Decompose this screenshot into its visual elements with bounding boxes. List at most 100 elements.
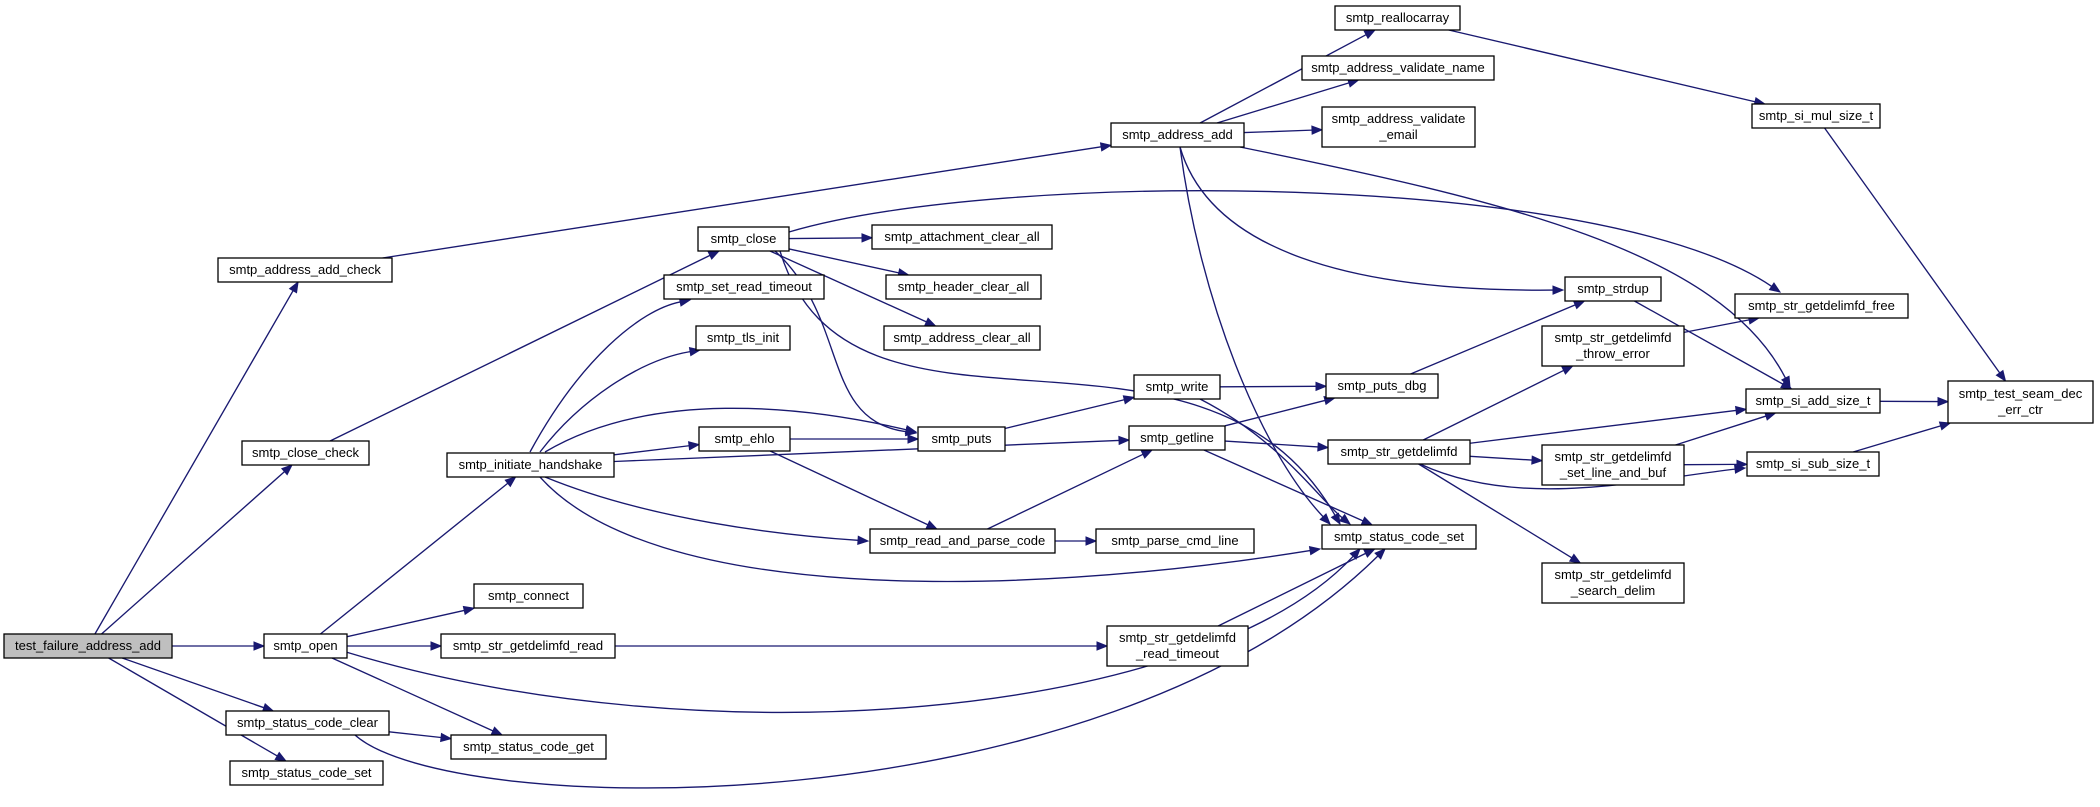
node-smtp-status-code-clear-label: smtp_status_code_clear (237, 715, 379, 730)
node-smtp-str-getdelimfd-throw-error[interactable]: smtp_str_getdelimfd_throw_error (1541, 325, 1685, 367)
node-smtp-status-code-get-box (450, 734, 607, 760)
edge-smtp-close-to-smtp-str-getdelimfd-free-line (788, 190, 1773, 287)
node-smtp-status-code-clear[interactable]: smtp_status_code_clear (225, 710, 390, 736)
node-smtp-tls-init[interactable]: smtp_tls_init (695, 325, 791, 351)
edge-smtp-status-code-clear-to-smtp-status-code-get (388, 731, 453, 743)
edge-smtp-address-add-to-smtp-status-code-set-2-line (1179, 146, 1324, 518)
node-smtp-initiate-handshake-box (446, 452, 615, 478)
node-smtp-str-getdelimfd-throw-error-box (1541, 325, 1685, 367)
node-smtp-str-getdelimfd-read-timeout-label: _read_timeout (1135, 646, 1219, 661)
node-smtp-str-getdelimfd-set-line-and-buf[interactable]: smtp_str_getdelimfd_set_line_and_buf (1541, 444, 1685, 486)
node-smtp-write[interactable]: smtp_write (1133, 374, 1221, 400)
node-smtp-open[interactable]: smtp_open (263, 633, 348, 659)
node-smtp-close[interactable]: smtp_close (697, 226, 790, 252)
edge-smtp-str-getdelimfd-set-line-and-buf-to-smtp-si-sub-size-t (1683, 459, 1749, 470)
node-smtp-puts-dbg[interactable]: smtp_puts_dbg (1325, 373, 1439, 399)
node-smtp-address-clear-all-label: smtp_address_clear_all (893, 330, 1030, 345)
edge-test-failure-address-add-to-smtp-close-check (101, 464, 293, 635)
edge-smtp-str-getdelimfd-to-smtp-si-add-size-t-line (1469, 409, 1737, 444)
edge-smtp-ehlo-to-smtp-read-and-parse-code-line (769, 450, 929, 526)
node-smtp-close-check[interactable]: smtp_close_check (241, 440, 370, 466)
node-smtp-initiate-handshake[interactable]: smtp_initiate_handshake (446, 452, 615, 478)
node-smtp-set-read-timeout[interactable]: smtp_set_read_timeout (663, 274, 825, 300)
node-smtp-read-and-parse-code[interactable]: smtp_read_and_parse_code (869, 528, 1056, 554)
node-smtp-strdup[interactable]: smtp_strdup (1564, 276, 1662, 302)
edge-smtp-write-to-smtp-status-code-set-2-arrowhead (1338, 513, 1352, 525)
node-smtp-attachment-clear-all[interactable]: smtp_attachment_clear_all (871, 224, 1053, 250)
edge-smtp-address-add-to-smtp-address-validate-email-arrowhead (1311, 125, 1324, 135)
node-smtp-attachment-clear-all-box (871, 224, 1053, 250)
edge-smtp-close-check-to-smtp-close-arrowhead (707, 250, 721, 260)
edge-smtp-str-getdelimfd-set-line-and-buf-to-smtp-si-add-size-t-line (1675, 415, 1767, 446)
node-smtp-str-getdelimfd-throw-error-label: smtp_str_getdelimfd (1554, 330, 1671, 345)
node-smtp-si-add-size-t[interactable]: smtp_si_add_size_t (1745, 388, 1881, 414)
edge-smtp-str-getdelimfd-to-smtp-si-add-size-t (1469, 405, 1748, 444)
edge-smtp-ehlo-to-smtp-puts-arrowhead (907, 434, 920, 444)
node-smtp-si-mul-size-t-box (1751, 103, 1881, 129)
edge-smtp-reallocarray-to-smtp-si-mul-size-t (1448, 29, 1767, 107)
node-smtp-address-validate-name-label: smtp_address_validate_name (1311, 60, 1484, 75)
edge-smtp-open-to-smtp-status-code-get-arrowhead (490, 726, 504, 736)
edge-smtp-si-sub-size-t-to-smtp-test-seam-dec-err-ctr-line (1852, 425, 1941, 453)
node-smtp-address-validate-email-box (1321, 106, 1476, 148)
edge-smtp-si-sub-size-t-to-smtp-test-seam-dec-err-ctr (1852, 421, 1952, 453)
node-smtp-str-getdelimfd-free[interactable]: smtp_str_getdelimfd_free (1734, 293, 1909, 319)
node-smtp-test-seam-dec-err-ctr[interactable]: smtp_test_seam_dec_err_ctr (1947, 380, 2094, 424)
edge-smtp-str-getdelimfd-set-line-and-buf-to-smtp-si-add-size-t (1675, 411, 1777, 446)
node-smtp-getline[interactable]: smtp_getline (1128, 425, 1226, 451)
node-smtp-str-getdelimfd-read-timeout-label: smtp_str_getdelimfd (1119, 630, 1236, 645)
edge-smtp-write-to-smtp-puts-dbg (1219, 381, 1328, 392)
node-smtp-ehlo-box (698, 426, 791, 452)
edge-smtp-getline-to-smtp-status-code-set-2-arrowhead (1360, 516, 1374, 526)
edge-smtp-si-add-size-t-to-smtp-test-seam-dec-err-ctr-arrowhead (1937, 396, 1950, 407)
node-smtp-status-code-get[interactable]: smtp_status_code_get (450, 734, 607, 760)
node-smtp-ehlo[interactable]: smtp_ehlo (698, 426, 791, 452)
edge-smtp-str-getdelimfd-read-timeout-to-smtp-status-code-set-2 (1217, 548, 1376, 627)
node-smtp-getline-box (1128, 425, 1226, 451)
node-smtp-str-getdelimfd-free-label: smtp_str_getdelimfd_free (1748, 298, 1895, 313)
edge-smtp-open-to-smtp-status-code-get-line (331, 657, 494, 732)
node-smtp-address-add[interactable]: smtp_address_add (1110, 122, 1245, 148)
node-smtp-str-getdelimfd-read-timeout[interactable]: smtp_str_getdelimfd_read_timeout (1106, 625, 1249, 667)
node-smtp-address-add-check[interactable]: smtp_address_add_check (217, 257, 393, 283)
node-smtp-open-box (263, 633, 348, 659)
node-smtp-test-seam-dec-err-ctr-box (1947, 380, 2094, 424)
node-smtp-connect[interactable]: smtp_connect (473, 583, 584, 609)
node-smtp-address-validate-email[interactable]: smtp_address_validate_email (1321, 106, 1476, 148)
node-smtp-str-getdelimfd-set-line-and-buf-label: _set_line_and_buf (1559, 465, 1667, 480)
node-smtp-reallocarray[interactable]: smtp_reallocarray (1334, 5, 1461, 31)
edge-smtp-getline-to-smtp-str-getdelimfd (1224, 440, 1330, 452)
node-smtp-status-code-set-2[interactable]: smtp_status_code_set (1321, 524, 1477, 550)
edge-smtp-puts-to-smtp-write (1004, 395, 1136, 430)
edge-smtp-strdup-to-smtp-si-add-size-t-arrowhead (1780, 379, 1793, 390)
node-smtp-header-clear-all[interactable]: smtp_header_clear_all (885, 274, 1042, 300)
edge-smtp-getline-to-smtp-str-getdelimfd-arrowhead (1317, 442, 1330, 452)
node-smtp-str-getdelimfd-read[interactable]: smtp_str_getdelimfd_read (440, 633, 616, 659)
edge-smtp-ehlo-to-smtp-read-and-parse-code-arrowhead (925, 520, 939, 530)
node-smtp-address-clear-all[interactable]: smtp_address_clear_all (883, 325, 1041, 351)
node-test-failure-address-add[interactable]: test_failure_address_add (3, 633, 173, 659)
node-smtp-str-getdelimfd-search-delim[interactable]: smtp_str_getdelimfd_search_delim (1541, 562, 1685, 604)
edge-smtp-str-getdelimfd-to-smtp-str-getdelimfd-throw-error-arrowhead (1561, 365, 1574, 375)
node-smtp-si-sub-size-t[interactable]: smtp_si_sub_size_t (1746, 451, 1880, 477)
edge-smtp-address-add-to-smtp-reallocarray-line (1199, 34, 1367, 124)
edge-smtp-puts-dbg-to-smtp-strdup (1410, 300, 1586, 375)
edge-smtp-open-to-smtp-str-getdelimfd-read (347, 641, 443, 651)
node-smtp-si-mul-size-t[interactable]: smtp_si_mul_size_t (1751, 103, 1881, 129)
node-smtp-status-code-set-1[interactable]: smtp_status_code_set (229, 760, 384, 786)
edge-smtp-puts-dbg-to-smtp-strdup-arrowhead (1572, 300, 1586, 310)
node-smtp-str-getdelimfd[interactable]: smtp_str_getdelimfd (1327, 439, 1471, 465)
node-layer: test_failure_address_add smtp_address_add… (3, 5, 2094, 786)
edge-smtp-open-to-smtp-initiate-handshake-arrowhead (504, 476, 517, 488)
node-smtp-address-add-box (1110, 122, 1245, 148)
edge-smtp-str-getdelimfd-to-smtp-str-getdelimfd-search-delim (1418, 463, 1582, 564)
node-smtp-puts[interactable]: smtp_puts (917, 426, 1006, 452)
node-smtp-status-code-get-label: smtp_status_code_get (463, 739, 594, 754)
node-smtp-parse-cmd-line[interactable]: smtp_parse_cmd_line (1095, 528, 1255, 554)
edge-test-failure-address-add-to-smtp-status-code-set-1-arrowhead (274, 751, 288, 762)
node-smtp-close-label: smtp_close (711, 231, 777, 246)
node-smtp-si-add-size-t-box (1745, 388, 1881, 414)
edge-smtp-write-to-smtp-status-code-set-2-line (1199, 398, 1343, 519)
edge-smtp-initiate-handshake-to-smtp-getline-arrowhead (1118, 435, 1131, 446)
node-smtp-address-validate-name[interactable]: smtp_address_validate_name (1301, 55, 1495, 81)
